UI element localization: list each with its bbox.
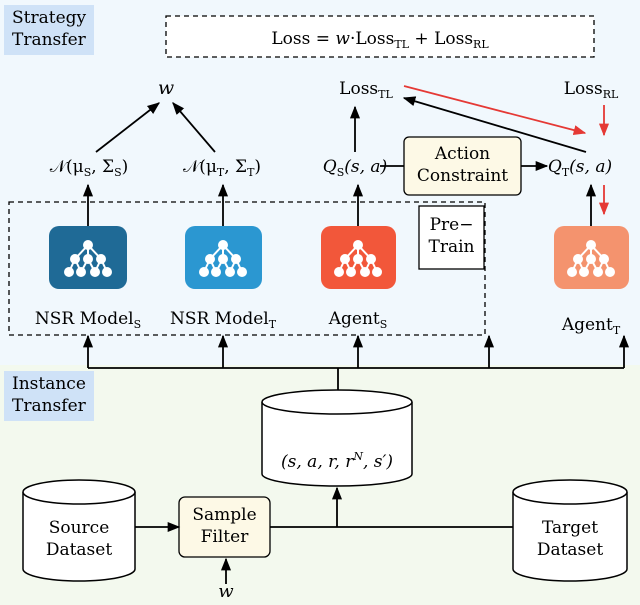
nsr-model-target-label: NSR ModelT: [170, 309, 277, 331]
pretrain-label: Pre− Train: [428, 215, 475, 257]
q-target-label: QT(s, a): [548, 157, 612, 179]
loss-formula: Loss = w·LossTL + LossRL: [271, 29, 489, 51]
agent-target-icon: [554, 226, 629, 289]
q-source-label: QS(s, a): [323, 157, 387, 179]
replay-buffer-label: (s, a, r, rN, s′): [281, 450, 393, 472]
distribution-to-w-arrows: [95, 102, 216, 153]
loss-rl-label: LossRL: [564, 79, 619, 101]
pretrain-box: [418, 205, 485, 270]
model-output-arrows: [82, 183, 597, 226]
action-constraint-label: Action Constraint: [416, 144, 509, 186]
loss-formula-box: [165, 15, 595, 58]
strategy-transfer-panel: [0, 0, 640, 365]
loss-tl-label: LossTL: [339, 79, 393, 101]
replay-buffer-cylinder: [261, 389, 413, 487]
nsr-model-target-icon: [185, 226, 262, 289]
source-dataset-label: Source Dataset: [45, 518, 113, 560]
filter-w-symbol: w: [218, 581, 234, 602]
nsr-model-source-label: NSR ModelS: [35, 309, 141, 331]
normal-dist-source: 𝒩(μS, ΣS): [50, 157, 129, 179]
agent-source-label: AgentS: [328, 309, 388, 331]
qt-to-loss-tl-arrow: [402, 96, 587, 153]
pretrain-group-box: [8, 201, 486, 336]
w-symbol: w: [158, 77, 174, 99]
red-gradient-arrows: [403, 85, 610, 216]
sample-filter-label: Sample Filter: [192, 505, 257, 547]
dataset-connections: [135, 486, 513, 584]
strategy-transfer-label: Strategy Transfer: [4, 5, 95, 55]
source-dataset-cylinder: [22, 479, 136, 582]
target-dataset-label: Target Dataset: [536, 518, 604, 560]
normal-dist-target: 𝒩(μT, ΣT): [183, 157, 261, 179]
agent-target-label: AgentT: [561, 315, 621, 337]
instance-transfer-label: Instance Transfer: [4, 371, 94, 421]
agent-source-icon: [321, 226, 396, 289]
target-dataset-cylinder: [512, 479, 628, 582]
data-distribution-bus: [82, 334, 630, 390]
nsr-model-source-icon: [49, 226, 127, 289]
